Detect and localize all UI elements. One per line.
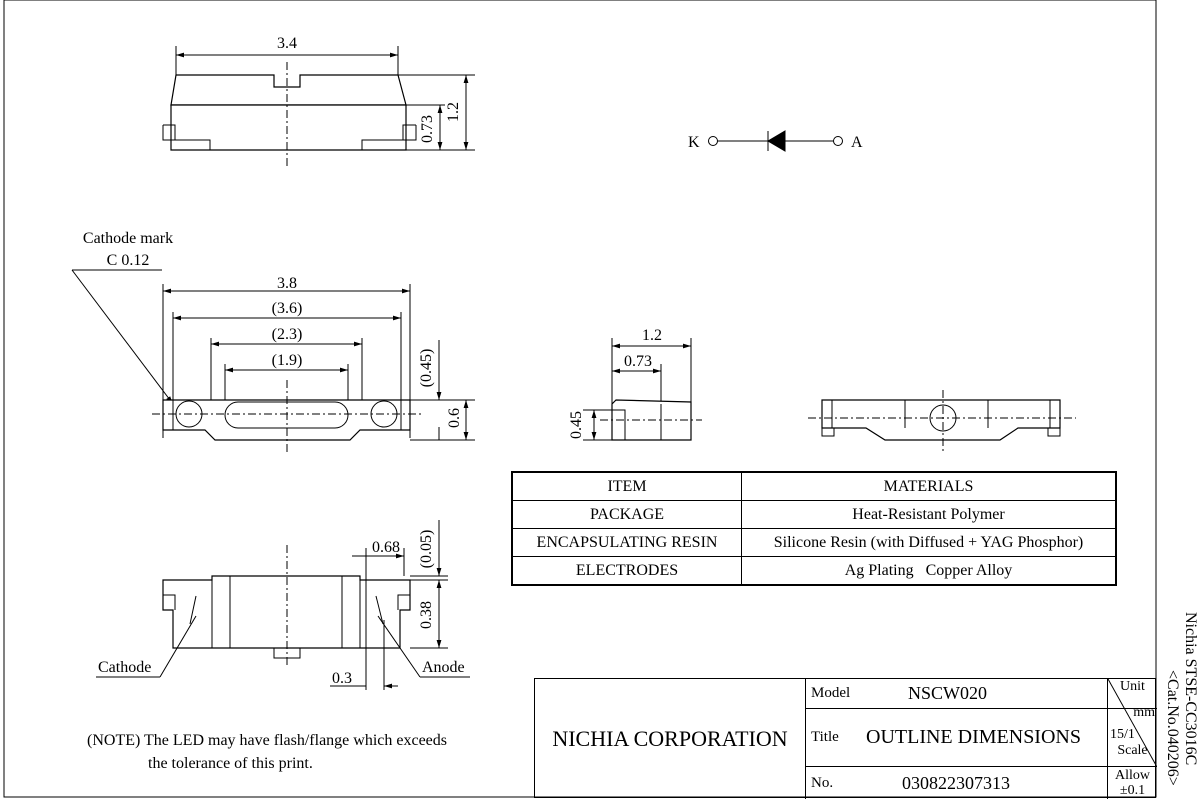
title-label: Title [811,729,839,745]
table-header-row: ITEM MATERIALS [511,471,1117,501]
number-value: 030822307313 [902,773,1010,793]
anode-label: Anode [422,659,465,676]
side-text-line-2: <Cat.No.040206> [1164,670,1181,786]
table-row: PACKAGE Heat-Resistant Polymer [511,500,1117,529]
scale-value: 15/1 [1110,727,1135,742]
table-header-materials: MATERIALS [741,471,1117,501]
k-label: K [688,134,700,151]
unit-divider [1108,679,1157,767]
bottom-038-dim: 0.38 [418,601,435,629]
unit-value: mm [1133,705,1155,720]
top-h1-dim: 0.73 [419,115,436,143]
bottom-03-dim: 0.3 [332,670,352,687]
table-row: ENCAPSULATING RESIN Silicone Resin (with… [511,528,1117,557]
front-19-dim: (1.9) [272,352,303,369]
diode-symbol: K A [688,130,863,152]
cathode-mark-label: Cathode mark [83,230,173,247]
table-cell: Silicone Resin (with Diffused + YAG Phos… [741,528,1117,557]
bottom-068-dim: 0.68 [372,539,400,556]
side-view: 1.2 0.73 0.45 [568,327,702,441]
scale-cell: mm 15/1 Scale [1108,705,1157,767]
front-view: Cathode mark C 0.12 3.8 (3.6) (2.3) (1.9… [71,230,475,452]
side-text-line-1: Nichia STSE-CC3016C [1182,612,1199,765]
scale-label: Scale [1117,743,1148,758]
model-row: Model NSCW020 [806,679,1108,709]
unit-label: Unit [1120,679,1145,694]
bottom-005-dim: (0.05) [418,530,435,569]
unit-cell: Unit [1108,679,1157,709]
bottom-view: 0.68 (0.05) 0.38 0.3 Cathode Anode [96,520,470,690]
table-cell: ELECTRODES [511,556,742,586]
a-label: A [851,134,863,151]
front-06-dim: 0.6 [446,408,463,428]
front-38-dim: 3.8 [277,275,297,292]
model-label: Model [811,685,851,701]
front-36-dim: (3.6) [272,300,303,317]
table-cell: Ag Plating Copper Alloy [741,556,1117,586]
table-cell: PACKAGE [511,500,742,529]
top-width-dim: 3.4 [277,35,297,52]
top-view: 3.4 0.73 1.2 [162,35,475,168]
table-cell: ENCAPSULATING RESIN [511,528,742,557]
note-line-1: (NOTE) The LED may have flash/flange whi… [87,732,448,749]
title-row: Title OUTLINE DIMENSIONS [806,709,1108,767]
table-header-item: ITEM [511,471,742,501]
company-name: NICHIA CORPORATION [535,679,806,799]
top-h2-dim: 1.2 [445,102,462,122]
title-value: OUTLINE DIMENSIONS [866,726,1081,748]
side-073-dim: 0.73 [624,353,652,370]
cathode-mark-value: C 0.12 [107,252,150,269]
allow-value: ±0.1 [1119,783,1146,798]
front-045-dim: (0.45) [418,349,435,388]
materials-table: ITEM MATERIALS PACKAGE Heat-Resistant Po… [511,471,1117,586]
side-catalog-text: Nichia STSE-CC3016C <Cat.No.040206> [1164,612,1199,786]
side-12-dim: 1.2 [642,327,662,344]
number-row: No. 030822307313 [806,767,1108,799]
table-cell: Heat-Resistant Polymer [741,500,1117,529]
title-block: NICHIA CORPORATION Model NSCW020 Title O… [534,678,1157,799]
table-row: ELECTRODES Ag Plating Copper Alloy [511,556,1117,586]
allow-cell: Allow ±0.1 [1108,767,1157,799]
rear-view [808,390,1076,452]
front-23-dim: (2.3) [272,326,303,343]
note-text: (NOTE) The LED may have flash/flange whi… [87,729,447,775]
cathode-label: Cathode [98,659,151,676]
note-line-2: the tolerance of this print. [148,755,313,772]
number-label: No. [811,775,834,791]
side-045-dim: 0.45 [568,411,585,439]
allow-label: Allow [1115,768,1150,783]
model-value: NSCW020 [908,683,988,703]
